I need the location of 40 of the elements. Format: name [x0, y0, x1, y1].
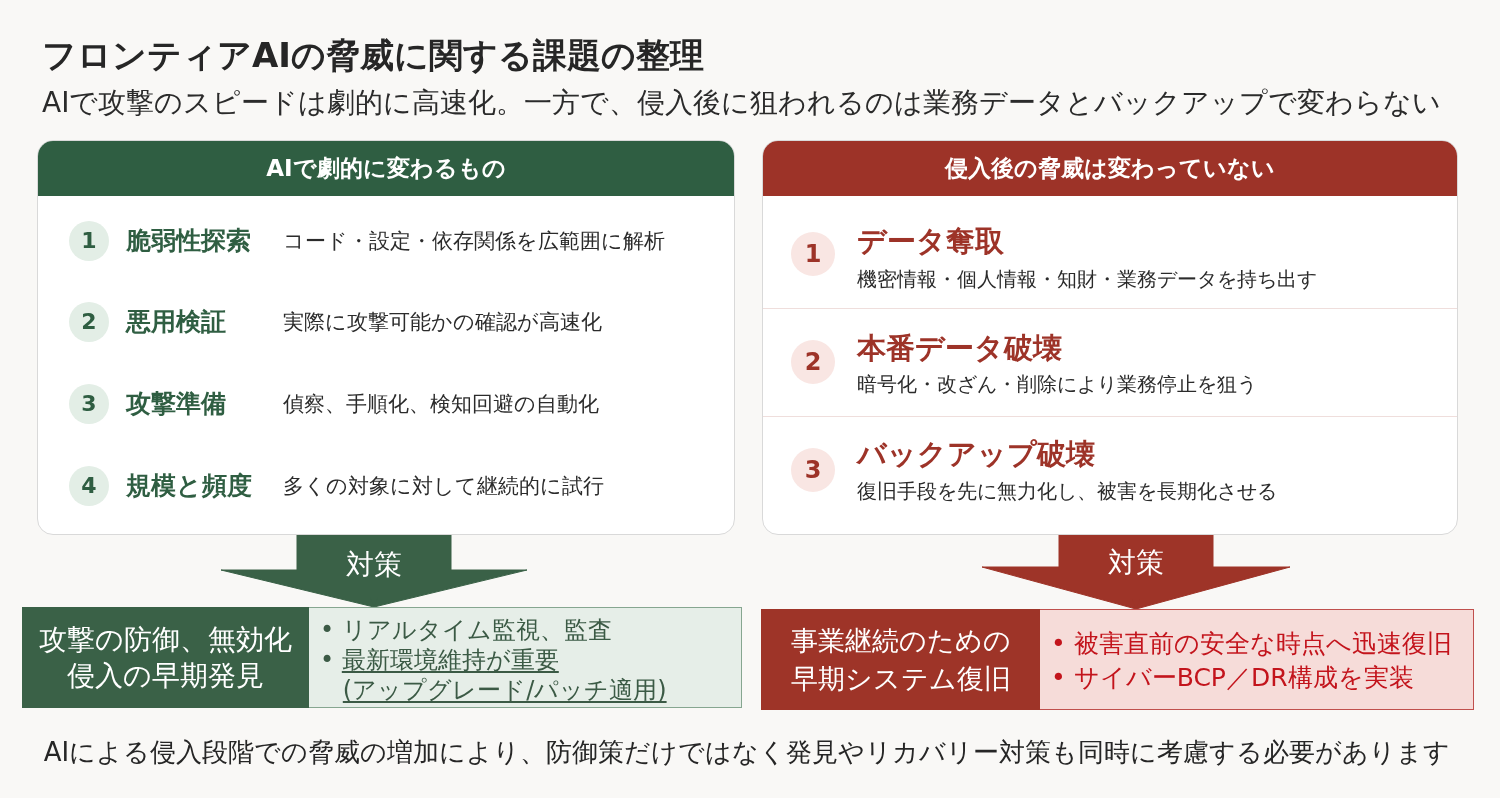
- step-number: 3: [791, 448, 835, 492]
- countermeasure-heading: 事業継続のための早期システム復旧: [761, 609, 1040, 710]
- slide-title: フロンティアAIの脅威に関する課題の整理: [42, 34, 704, 76]
- item-title: 本番データ破壊: [857, 329, 1062, 367]
- item-title: 攻撃準備: [126, 388, 226, 420]
- step-number: 2: [791, 340, 835, 384]
- item-description: 機密情報・個人情報・知財・業務データを持ち出す: [857, 265, 1317, 293]
- bullet-item: • サイバーBCP／DR構成を実装: [1051, 662, 1415, 694]
- edge-label: 対策: [1108, 544, 1164, 580]
- step-number: 3: [69, 384, 109, 424]
- item-title: 規模と頻度: [126, 470, 252, 502]
- countermeasure-box: [22, 607, 742, 708]
- item-title: 悪用検証: [126, 306, 226, 338]
- step-number: 1: [791, 232, 835, 276]
- panel-card: [762, 140, 1458, 535]
- item-description: 暗号化・改ざん・削除により業務停止を狙う: [857, 370, 1257, 398]
- summary-text: AIによる侵入段階での脅威の増加により、防御策だけではなく発見やリカバリー対策も同時に考慮する必要があります: [43, 736, 1451, 769]
- countermeasure-heading: 攻撃の防御、無効化侵入の早期発見: [22, 607, 309, 708]
- item-description: 偵察、手順化、検知回避の自動化: [283, 391, 599, 418]
- item-title: データ奪取: [857, 222, 1004, 260]
- item-title: バックアップ破壊: [857, 435, 1095, 473]
- item-description: 復旧手段を先に無力化し、被害を長期化させる: [857, 477, 1277, 505]
- step-number: 1: [69, 221, 109, 261]
- block-arrow: [220, 534, 528, 608]
- item-title: 脆弱性探索: [126, 225, 251, 257]
- step-number: 2: [69, 302, 109, 342]
- block-arrow: [981, 534, 1291, 610]
- bullet-item: • 被害直前の安全な時点へ迅速復旧: [1051, 628, 1453, 660]
- bullet-item: • リアルタイム監視、監査: [320, 615, 613, 645]
- item-description: 多くの対象に対して継続的に試行: [283, 473, 604, 500]
- step-number: 4: [69, 466, 109, 506]
- bullet-item: • 最新環境維持が重要 (アップグレード/パッチ適用): [320, 645, 668, 705]
- panel-header: 侵入後の脅威は変わっていない: [763, 141, 1457, 196]
- panel-card: [37, 140, 735, 535]
- subtitle: AIで攻撃のスピードは劇的に高速化。一方で、侵入後に狙われるのは業務データとバックアップで変わらない: [42, 85, 1442, 121]
- edge-label: 対策: [346, 546, 402, 582]
- countermeasure-box: [761, 609, 1474, 710]
- panel-header: AIで劇的に変わるもの: [38, 141, 734, 196]
- item-description: コード・設定・依存関係を広範囲に解析: [283, 228, 665, 255]
- item-description: 実際に攻撃可能かの確認が高速化: [283, 309, 602, 336]
